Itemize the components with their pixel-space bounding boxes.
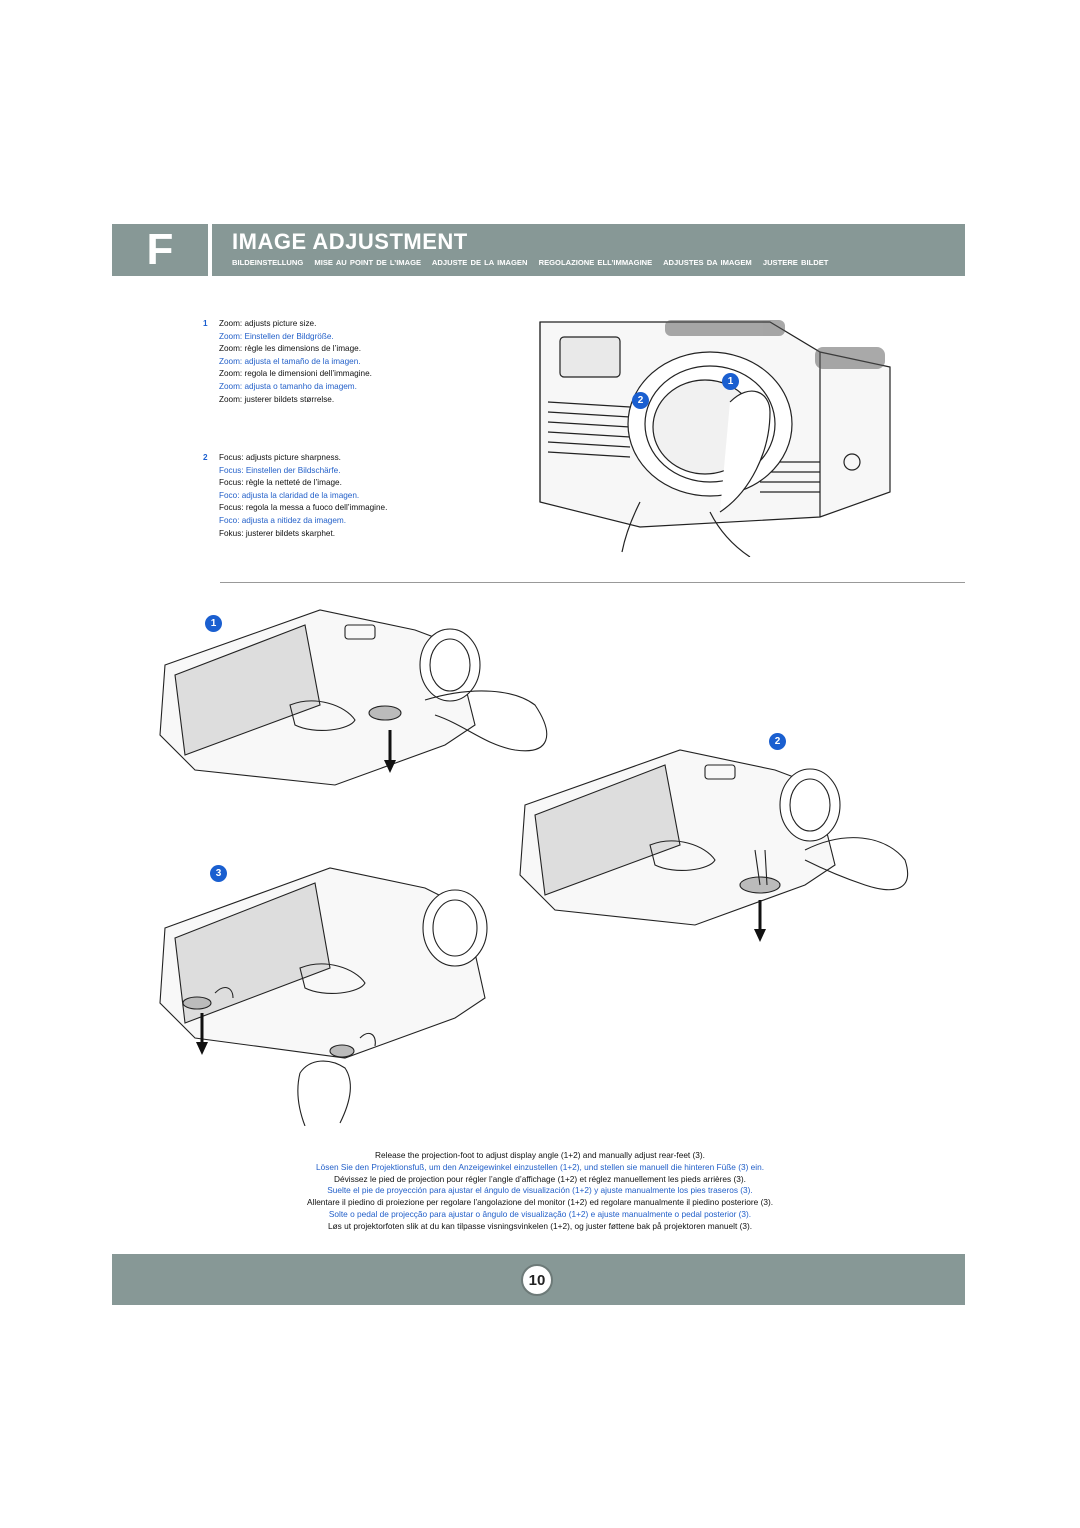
rear-feet-adjust-illustration [159, 867, 488, 1126]
release-line-it: Allentare il piedino di proiezione per r… [306, 1197, 774, 1208]
title-de: BILDEINSTELLUNG [232, 258, 304, 267]
title-fr: MISE AU POINT DE L’IMAGE [314, 258, 422, 267]
focus-line-es: Foco: adjusta la claridad de la imagen. [219, 490, 360, 500]
zoom-line-it: Zoom: regola le dimensioni dell’immagine… [219, 369, 372, 379]
zoom-instructions: 1 Zoom: adjusts picture size. Zoom: Eins… [203, 318, 463, 406]
zoom-line-de: Zoom: Einstellen der Bildgröße. [219, 331, 334, 341]
section-letter: F [112, 224, 208, 276]
zoom-line-en: Zoom: adjusts picture size. [219, 319, 317, 328]
header-bar [212, 224, 965, 276]
title-pt: ADJUSTES DA IMAGEM [663, 258, 752, 267]
focus-line-en: Focus: adjusts picture sharpness. [219, 453, 341, 462]
focus-instructions: 2 Focus: adjusts picture sharpness. Focu… [203, 452, 463, 540]
release-line-en: Release the projection-foot to adjust di… [375, 1150, 705, 1160]
zoom-line-fr: Zoom: règle les dimensions de l’image. [219, 344, 361, 354]
release-line-pt: Solte o pedal de projecção para ajustar … [328, 1208, 752, 1219]
focus-line-no: Fokus: justerer bildets skarphet. [219, 528, 336, 538]
release-line-es: Suelte el pie de proyección para ajustar… [327, 1185, 753, 1196]
projector-foot-adjust-illustration [519, 749, 909, 942]
lens-badge-1: 1 [722, 373, 739, 390]
focus-line-it: Focus: regola la messa a fuoco dell’imma… [219, 503, 388, 513]
zoom-step-number: 1 [203, 319, 208, 328]
zoom-line-no: Zoom: justerer bildets størrelse. [219, 394, 335, 404]
release-line-fr: Dévissez le pied de projection pour régl… [334, 1173, 746, 1184]
step-badge-1: 1 [205, 615, 222, 632]
translated-titles: BILDEINSTELLUNG MISE AU POINT DE L’IMAGE… [232, 258, 836, 267]
title-it: REGOLAZIONE ELL’IMMAGINE [538, 258, 653, 267]
release-line-no: Løs ut projektorfoten slik at du kan til… [327, 1220, 753, 1231]
lens-adjustment-illustration [539, 320, 891, 557]
release-line-de: Lösen Sie den Projektionsfuß, um den Anz… [315, 1161, 765, 1172]
focus-line-fr: Focus: règle la netteté de l’image. [219, 478, 342, 488]
page-title: IMAGE ADJUSTMENT [232, 229, 468, 254]
page-number: 10 [521, 1264, 553, 1296]
section-divider [220, 582, 965, 583]
release-instructions: Release the projection-foot to adjust di… [210, 1150, 870, 1233]
zoom-line-pt: Zoom: adjusta o tamanho da imagem. [219, 381, 357, 391]
zoom-line-es: Zoom: adjusta el tamaño de la imagen. [219, 356, 361, 366]
focus-line-pt: Foco: adjusta a nitidez da imagem. [219, 515, 346, 525]
title-no: JUSTERE BILDET [762, 258, 829, 267]
lens-badge-2: 2 [632, 392, 649, 409]
projector-foot-release-illustration [159, 609, 548, 786]
step-badge-3: 3 [210, 865, 227, 882]
step-badge-2: 2 [769, 733, 786, 750]
focus-step-number: 2 [203, 453, 208, 462]
title-es: ADJUSTE DE LA IMAGEN [431, 258, 528, 267]
focus-line-de: Focus: Einstellen der Bildschärfe. [219, 465, 341, 475]
